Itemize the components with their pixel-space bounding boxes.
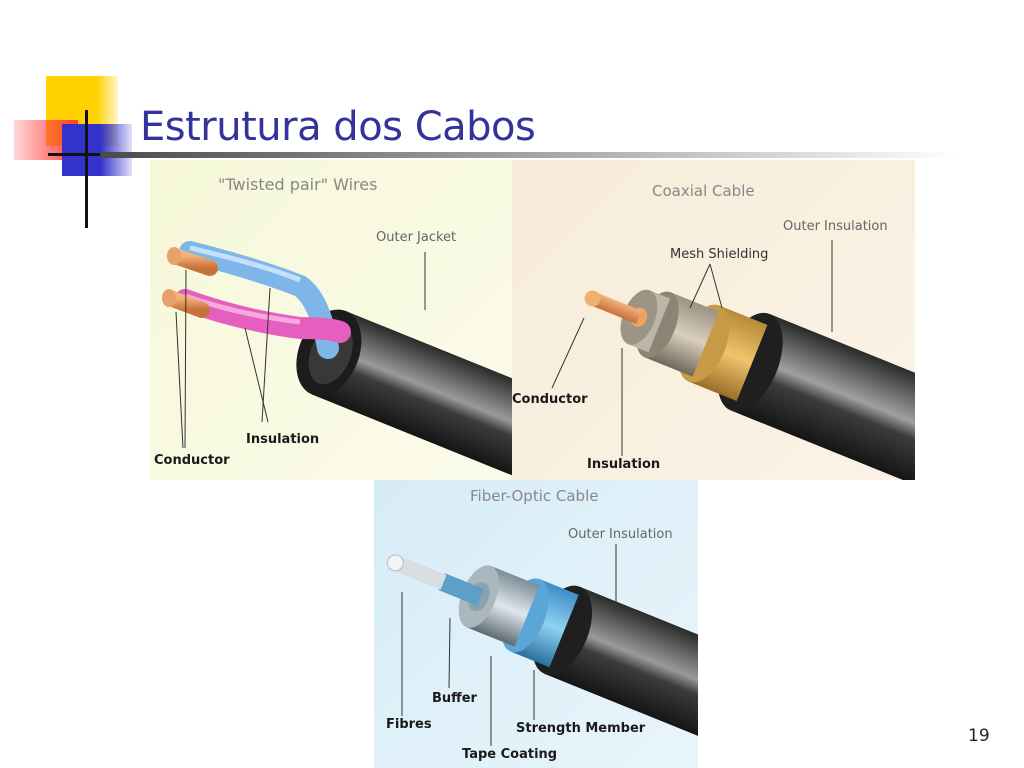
label-conductor: Conductor — [154, 453, 230, 468]
label-insulation: Insulation — [246, 432, 320, 447]
twisted-pair-title: "Twisted pair" Wires — [218, 175, 378, 194]
label-insulation: Insulation — [587, 457, 661, 472]
twisted-pair-illustration — [162, 241, 512, 480]
fiber-optic-title: Fiber-Optic Cable — [470, 487, 599, 505]
title-underline — [100, 152, 960, 158]
slide-title: Estrutura dos Cabos — [140, 104, 536, 150]
label-fibres: Fibres — [386, 717, 432, 732]
label-outer-jacket: Outer Jacket — [376, 230, 457, 245]
label-mesh-shielding: Mesh Shielding — [670, 247, 769, 262]
label-strength-member: Strength Member — [516, 721, 646, 736]
fiber-optic-illustration — [386, 544, 698, 746]
page-number: 19 — [968, 726, 990, 746]
label-outer-insulation: Outer Insulation — [568, 527, 673, 542]
label-buffer: Buffer — [432, 691, 477, 706]
coaxial-illustration — [551, 240, 915, 480]
deco-horizontal-line — [48, 153, 118, 156]
deco-blue-square — [62, 124, 132, 176]
label-conductor: Conductor — [512, 392, 588, 407]
fiber-optic-diagram: Fiber-Optic Cable Outer Insulation Buffe… — [374, 480, 698, 768]
deco-vertical-line — [85, 110, 88, 228]
label-tape-coating: Tape Coating — [462, 747, 558, 762]
coaxial-title: Coaxial Cable — [652, 182, 755, 200]
coaxial-diagram: Coaxial Cable Outer Insulation Mesh Shie… — [512, 160, 915, 480]
label-outer-insulation: Outer Insulation — [783, 219, 888, 234]
twisted-pair-diagram: "Twisted pair" Wires Outer Jacket Insula… — [150, 160, 512, 480]
